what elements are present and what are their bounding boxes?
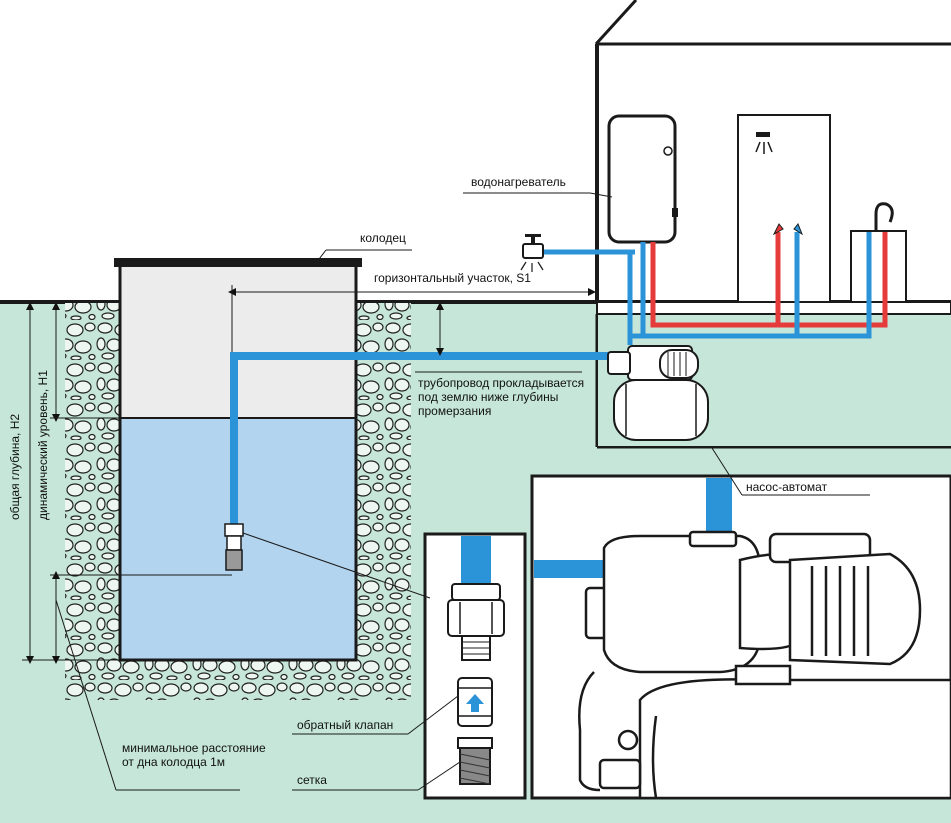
pump-station-label: насос-автомат: [746, 480, 828, 494]
shower-mixer-taps: [772, 223, 804, 236]
min-distance-label: минимальное расстояние от дна колодца 1м: [122, 741, 266, 769]
inset-pipe: [461, 536, 491, 586]
total-depth-label: общая глубина, H2: [8, 413, 22, 520]
horizontal-section-label: горизонтальный участок, S1: [374, 271, 531, 285]
foot-valve: [224, 523, 244, 571]
pump-outlet-pipe: [706, 478, 732, 538]
pipeline-note: трубопровод прокладывается под землю ниж…: [418, 376, 585, 418]
inset-check-valve: [457, 677, 493, 727]
flow-arrow-icon: [466, 694, 484, 712]
strainer-label: сетка: [297, 773, 327, 787]
inset-coupling: [447, 583, 505, 661]
water-heater-label: водонагреватель: [471, 175, 566, 189]
check-valve-label: обратный клапан: [297, 718, 394, 732]
house-roof-area: [596, 0, 951, 44]
well-label: колодец: [360, 231, 406, 245]
dimension-lines: [22, 285, 596, 664]
pump-station-small: [607, 345, 709, 441]
water-heater-gauge-icon: [663, 146, 673, 156]
gravel-left: [65, 303, 120, 698]
leader-lines: [55, 192, 870, 791]
sink-faucet-icon: [874, 202, 894, 232]
dynamic-level-label: динамический уровень, H1: [36, 370, 50, 520]
gravel-right: [356, 303, 411, 698]
supply-pipe: [230, 352, 614, 525]
pump-detail-drawing: [578, 530, 951, 800]
hot-water-pipes: [650, 232, 888, 328]
shower-head-icon: [755, 132, 773, 154]
sink-cabinet: [850, 230, 907, 303]
outdoor-tap-icon: [520, 234, 544, 272]
shower-stall: [737, 114, 831, 303]
gravel-bottom: [65, 660, 411, 700]
water-heater-valve: [672, 208, 678, 217]
well-cover: [114, 258, 362, 267]
house-floor-slab: [596, 301, 951, 315]
pump-inlet-pipe: [534, 560, 614, 578]
house-roof-line: [594, 0, 638, 46]
cold-water-pipes: [541, 232, 872, 345]
water-heater: [607, 114, 677, 244]
inset-strainer: [457, 737, 493, 785]
